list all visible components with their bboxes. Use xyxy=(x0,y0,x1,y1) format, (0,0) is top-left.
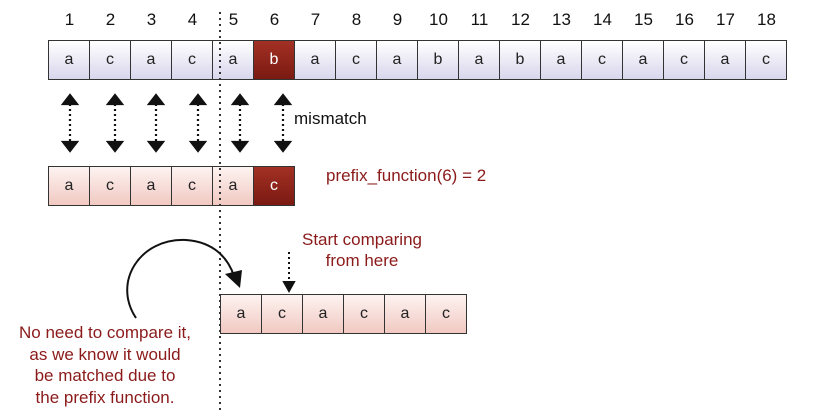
text-cell: b xyxy=(417,40,459,80)
note-line-3: be matched due to xyxy=(34,366,176,385)
pattern-cell: a xyxy=(48,166,90,206)
index-number: 3 xyxy=(146,10,157,29)
index-number: 14 xyxy=(593,10,612,29)
text-cell: c xyxy=(171,40,213,80)
index-number: 15 xyxy=(634,10,653,29)
shifted-pattern-cell: c xyxy=(425,294,467,334)
text-cell: c xyxy=(581,40,623,80)
compare-arrow-6 xyxy=(273,93,293,153)
index-number: 6 xyxy=(269,10,280,29)
text-cell: c xyxy=(663,40,705,80)
index-number: 2 xyxy=(105,10,116,29)
index-number: 10 xyxy=(429,10,448,29)
index-number: 7 xyxy=(310,10,321,29)
text-cell: b xyxy=(499,40,541,80)
text-cell: a xyxy=(622,40,664,80)
index-number: 4 xyxy=(187,10,198,29)
index-number: 1 xyxy=(64,10,75,29)
shifted-pattern-cell: c xyxy=(343,294,385,334)
shifted-pattern-cell: a xyxy=(220,294,262,334)
pattern-cell: c xyxy=(89,166,131,206)
pattern-cell: a xyxy=(130,166,172,206)
shifted-pattern-cell: a xyxy=(302,294,344,334)
curved-shift-arrow xyxy=(126,238,242,319)
start-comparing-line-2: from here xyxy=(325,251,399,270)
start-comparing-line-1: Start comparing xyxy=(302,230,422,249)
text-cell: a xyxy=(376,40,418,80)
note-line-4: the prefix function. xyxy=(35,387,175,407)
start-comparing-label: Start comparing from here xyxy=(272,229,452,271)
index-number: 13 xyxy=(552,10,571,29)
index-number: 17 xyxy=(716,10,735,29)
compare-arrow-3 xyxy=(146,93,166,153)
index-number: 8 xyxy=(351,10,362,29)
start-here-arrow xyxy=(282,252,296,294)
shifted-pattern-cell: c xyxy=(261,294,303,334)
text-cell: c xyxy=(745,40,787,80)
prefix-function-label: prefix_function(6) = 2 xyxy=(326,166,487,185)
mismatch-label: mismatch xyxy=(294,109,367,128)
index-number: 9 xyxy=(392,10,403,29)
index-number: 12 xyxy=(511,10,530,29)
index-number: 16 xyxy=(675,10,694,29)
index-number: 5 xyxy=(228,10,239,29)
compare-arrow-1 xyxy=(60,93,80,153)
pattern-cell: c xyxy=(253,166,295,206)
text-cell: a xyxy=(130,40,172,80)
index-number: 11 xyxy=(470,10,489,29)
index-number: 18 xyxy=(757,10,776,29)
note-line-1: No need to compare it, xyxy=(19,323,191,342)
compare-arrow-2 xyxy=(105,93,125,153)
comparison-arrows xyxy=(60,93,293,153)
compare-arrow-4 xyxy=(188,93,208,153)
note-line-2: as we know it would xyxy=(29,344,181,364)
text-cell: a xyxy=(540,40,582,80)
note-label: No need to compare it, as we know it wou… xyxy=(0,322,210,408)
text-cell: c xyxy=(335,40,377,80)
shifted-pattern-cell: a xyxy=(384,294,426,334)
compare-arrow-5 xyxy=(230,93,250,153)
